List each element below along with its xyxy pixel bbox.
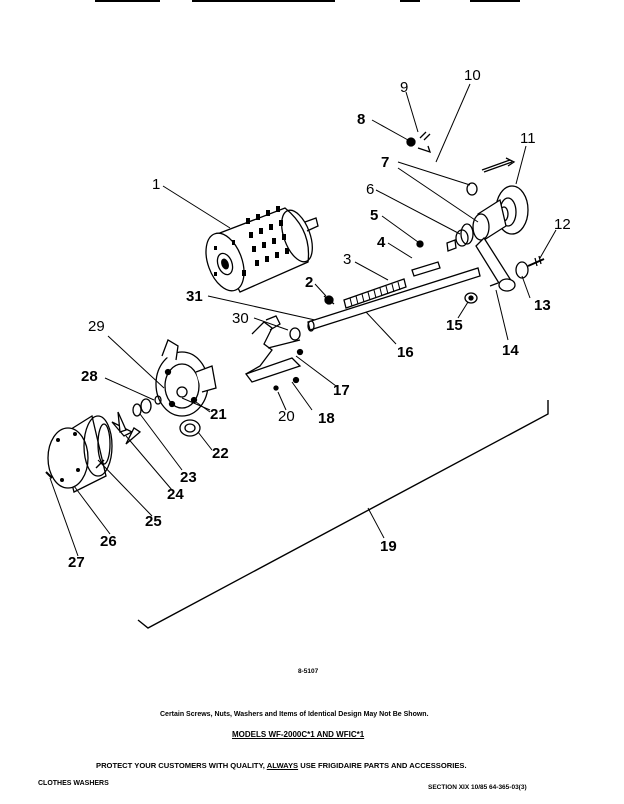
drawing-code: 8-5107: [298, 668, 319, 675]
callout-15: 15: [446, 317, 463, 334]
callout-13: 13: [534, 297, 551, 314]
callout-23: 23: [180, 469, 197, 486]
callout-numbers: 1 2 3 4 5 6 7 8 9 10 11 12 13 14 15 16 1…: [68, 67, 571, 571]
callout-4: 4: [377, 234, 386, 251]
callout-5: 5: [370, 207, 378, 224]
callout-22: 22: [212, 445, 229, 462]
callout-10: 10: [464, 67, 481, 84]
callout-7: 7: [381, 154, 389, 171]
pump-cover-impeller: [45, 395, 162, 493]
callout-16: 16: [397, 344, 414, 361]
callout-6: 6: [366, 181, 374, 198]
product-category: CLOTHES WASHERS: [38, 780, 109, 787]
callout-28: 28: [81, 368, 98, 385]
callout-20: 20: [278, 408, 295, 425]
callout-12: 12: [554, 216, 571, 233]
callout-11: 11: [520, 130, 536, 147]
motor-part: [205, 206, 319, 293]
callout-17: 17: [333, 382, 350, 399]
protect-notice: PROTECT YOUR CUSTOMERS WITH QUALITY, ALW…: [96, 761, 467, 770]
callout-25: 25: [145, 513, 162, 530]
assembly-bracket-line: [95, 400, 549, 629]
callout-29: 29: [88, 318, 105, 335]
callout-24: 24: [167, 486, 184, 503]
motor-vent-slots: [214, 206, 289, 276]
callout-31: 31: [186, 288, 203, 305]
callout-2: 2: [305, 274, 313, 291]
bracket-parts: [244, 315, 304, 391]
callout-3: 3: [343, 251, 351, 268]
parts-note: Certain Screws, Nuts, Washers and Items …: [160, 711, 429, 718]
pulley-arm-assembly: [406, 131, 545, 304]
protect-text-end: USE FRIGIDAIRE PARTS AND ACCESSORIES.: [300, 761, 467, 770]
callout-30: 30: [232, 310, 249, 327]
leader-lines: [49, 83, 557, 557]
protect-text-start: PROTECT YOUR CUSTOMERS WITH QUALITY,: [96, 761, 265, 770]
callout-8: 8: [357, 111, 365, 128]
callout-19: 19: [380, 538, 397, 555]
models-heading: MODELS WF-2000C*1 AND WFIC*1: [232, 730, 365, 739]
cover-bolt-holes: [56, 432, 80, 482]
callout-14: 14: [502, 342, 519, 359]
callout-18: 18: [318, 410, 335, 427]
protect-emphasis: ALWAYS: [266, 761, 299, 770]
section-reference: SECTION XIX 10/85 64-365-03(3): [428, 784, 527, 791]
callout-9: 9: [400, 79, 408, 96]
shaft-assembly: [307, 229, 481, 332]
callout-21: 21: [210, 406, 227, 423]
callout-26: 26: [100, 533, 117, 550]
callout-1: 1: [152, 176, 160, 193]
callout-27: 27: [68, 554, 85, 571]
pump-housing: [155, 339, 217, 437]
